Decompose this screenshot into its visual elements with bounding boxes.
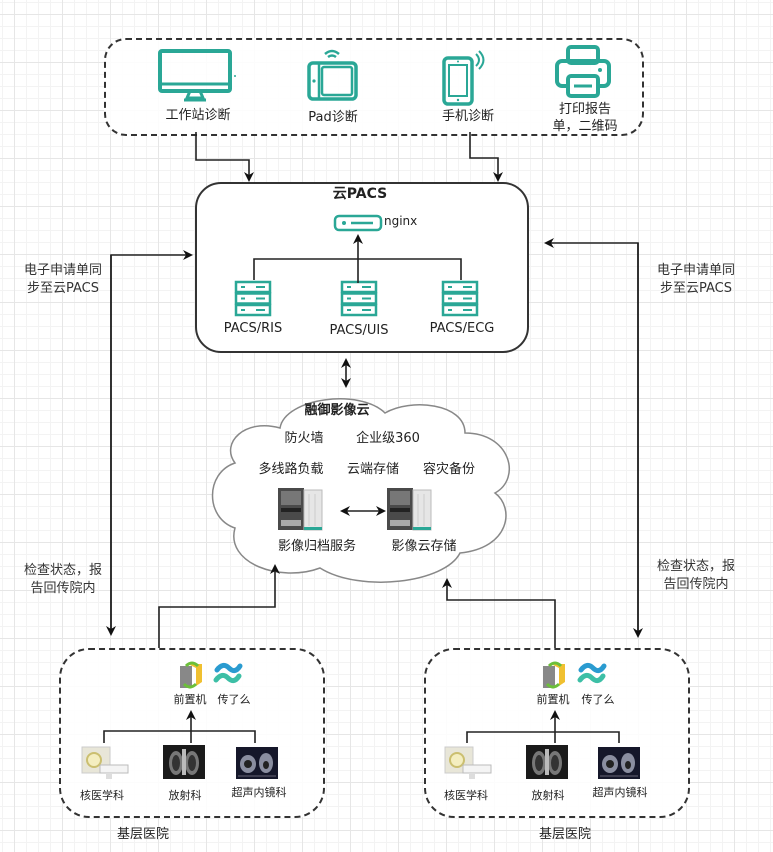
- nuclear-scanner-icon: [444, 746, 492, 779]
- note-right-status-report: 检查状态，报 告回传院内: [650, 558, 742, 594]
- tower-server-icon: [278, 488, 323, 531]
- note-line: 告回传院内: [30, 581, 96, 596]
- note-left-request-sync: 电子申请单同 步至云PACS: [18, 262, 108, 298]
- note-line: 告回传院内: [663, 577, 729, 592]
- department-label-radiology: 放射科: [168, 789, 202, 802]
- note-left-status-report: 检查状态，报 告回传院内: [18, 562, 108, 598]
- note-line: 检查状态，报: [23, 563, 102, 578]
- ultrasound-image-icon: [236, 747, 278, 779]
- server-label-pacs-ris: PACS/RIS: [223, 321, 283, 336]
- app-label: 传了么: [217, 693, 251, 706]
- server-rack-icon: [441, 280, 479, 317]
- image-cloud-title: 融御影像云: [304, 403, 370, 418]
- terminals-group: [104, 38, 644, 136]
- server-label-pacs-ecg: PACS/ECG: [429, 321, 495, 336]
- server-label-pacs-uis: PACS/UIS: [329, 323, 389, 338]
- terminal-label-pad: Pad诊断: [308, 110, 358, 125]
- chuanleme-logo-icon: [577, 662, 607, 684]
- arrow-phone-to-pacs: [469, 132, 503, 182]
- feature-enterprise-360: 企业级360: [356, 431, 420, 446]
- arrow-left-request-sync: [110, 250, 193, 632]
- gateway-label: 前置机: [173, 693, 207, 706]
- arrow-workstation-to-pacs: [195, 132, 254, 182]
- feature-cloud-storage: 云端存储: [346, 462, 399, 477]
- note-line: 步至云PACS: [26, 281, 99, 296]
- arrow-right-request-sync: [544, 238, 639, 634]
- department-label-radiology: 放射科: [531, 789, 565, 802]
- printer-icon: [555, 45, 611, 98]
- tower-server-icon: [387, 488, 432, 531]
- note-line: 电子申请单同: [656, 263, 735, 278]
- note-line: 检查状态，报: [656, 559, 735, 574]
- xray-chest-icon: [163, 745, 205, 779]
- hospital-name-left: 基层医院: [116, 827, 169, 842]
- tablet-wifi-icon: [307, 49, 358, 101]
- front-end-machine-icon: [543, 661, 565, 689]
- cloud-server-label-archive: 影像归档服务: [277, 539, 356, 554]
- chuanleme-logo-icon: [213, 662, 243, 684]
- department-label-nuclear: 核医学科: [444, 789, 488, 802]
- monitor-icon: [158, 49, 236, 102]
- arrow-hospital-right-to-cloud: [442, 578, 556, 648]
- hospital-name-right: 基层医院: [538, 827, 591, 842]
- xray-chest-icon: [526, 745, 568, 779]
- note-line: 步至云PACS: [659, 281, 732, 296]
- gateway-label: 前置机: [536, 693, 570, 706]
- nginx-server-icon: [333, 214, 383, 232]
- department-label-ultrasound: 超声内镜科: [231, 786, 287, 799]
- cloud-server-label-storage: 影像云存储: [391, 539, 457, 554]
- cloud-pacs-title: 云PACS: [332, 186, 388, 202]
- image-cloud-shape: [211, 398, 510, 583]
- note-right-request-sync: 电子申请单同 步至云PACS: [650, 262, 742, 298]
- terminal-label-printer-line1: 打印报告: [558, 102, 611, 117]
- app-label: 传了么: [581, 693, 615, 706]
- feature-firewall: 防火墙: [284, 431, 324, 446]
- terminal-label-phone: 手机诊断: [441, 109, 494, 124]
- terminal-label-printer-line2: 单，二维码: [552, 119, 618, 134]
- nuclear-scanner-icon: [81, 746, 129, 779]
- server-rack-icon: [234, 280, 272, 317]
- feature-disaster-backup: 容灾备份: [422, 462, 475, 477]
- feature-multi-line-load: 多线路负载: [258, 462, 324, 477]
- terminal-label-workstation: 工作站诊断: [165, 108, 231, 123]
- department-label-ultrasound: 超声内镜科: [592, 786, 648, 799]
- ultrasound-image-icon: [598, 747, 640, 779]
- server-rack-icon: [340, 280, 378, 317]
- front-end-machine-icon: [180, 661, 202, 689]
- nginx-label: nginx: [384, 214, 418, 228]
- phone-wifi-icon: [442, 50, 485, 106]
- department-label-nuclear: 核医学科: [80, 789, 124, 802]
- note-line: 电子申请单同: [23, 263, 102, 278]
